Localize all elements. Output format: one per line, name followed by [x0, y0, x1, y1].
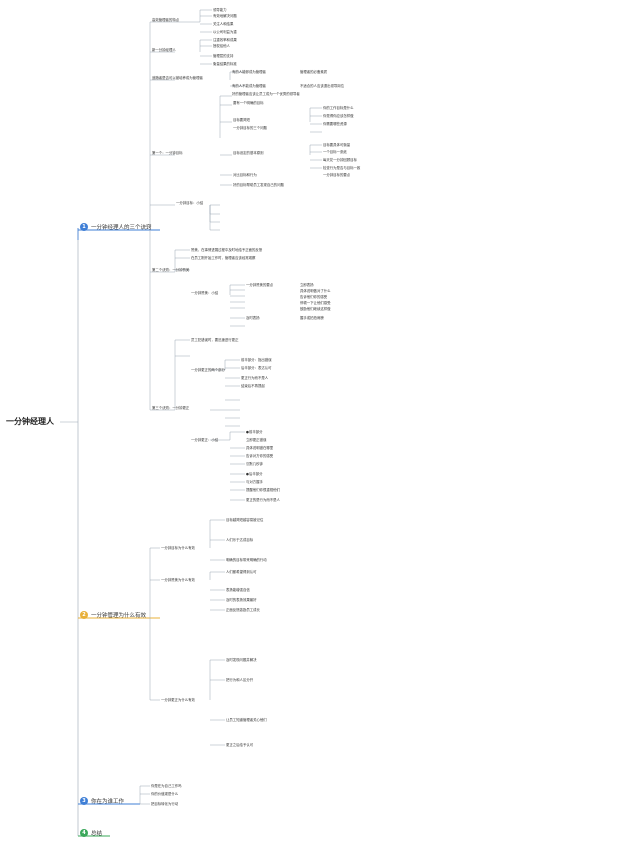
node[interactable]: 更正的是行为而不是人 [246, 498, 280, 502]
section-3-label: 你在为谁工作 [91, 799, 125, 805]
node[interactable]: 一分钟更正的两个部分 [191, 368, 225, 372]
node[interactable]: 一分钟更正：小结 [191, 438, 219, 442]
node[interactable]: 目标设定的基本原则 [233, 151, 264, 155]
node[interactable]: 让员工知道管理者关心他们 [226, 718, 267, 722]
node[interactable]: 及时的表扬效果最好 [226, 598, 257, 602]
node[interactable]: 更正行为而不是人 [241, 376, 269, 380]
node[interactable]: 立即表扬 [300, 283, 314, 287]
node[interactable]: 你觉得你应该怎样做 [323, 114, 354, 118]
node[interactable]: 领导能力 [213, 8, 227, 12]
section-1-number: 1 [80, 223, 88, 231]
node[interactable]: 注重效率和成果 [213, 38, 237, 42]
node[interactable]: 授权给他人 [213, 44, 230, 48]
node[interactable]: 把行为和人区分开 [226, 678, 254, 682]
node[interactable]: 第一个：一分钟目标 [152, 151, 183, 155]
node[interactable]: 员工犯错误时，要迅速进行更正 [191, 338, 239, 342]
node[interactable]: 与对方握手 [246, 480, 263, 484]
node[interactable]: 一分钟赞美：小结 [191, 291, 219, 295]
node[interactable]: 沉默几秒钟 [246, 462, 263, 466]
section-4-label: 总结 [91, 831, 103, 837]
node[interactable]: 好的管理者应该让员工成为一个优秀的领导者 [232, 92, 300, 96]
node[interactable]: 以公司利益为重 [213, 30, 237, 34]
node[interactable]: 有的人能够成为管理者 [232, 70, 266, 74]
node[interactable]: 一分钟赞美的要点 [246, 283, 274, 287]
node[interactable]: 衡量结果的标准 [213, 62, 237, 66]
section-2-number: 2 [80, 611, 88, 619]
node[interactable]: 明确的目标带来明确的行动 [226, 558, 267, 562]
node[interactable]: 管理者的必备素质 [300, 70, 328, 74]
node[interactable]: 停顿一下让他们感受 [300, 301, 331, 305]
node[interactable]: 目标要简短 [233, 118, 250, 122]
node[interactable]: 对比目标和行为 [233, 173, 257, 177]
node[interactable]: 具体说明做对了什么 [300, 289, 331, 293]
section-3[interactable]: 3 你在为谁工作 [80, 797, 124, 805]
node[interactable]: 有效地解决问题 [213, 14, 237, 18]
node[interactable]: 在员工刚开始工作时，管理者应该经常观察 [191, 256, 256, 260]
section-1-label: 一分钟经理人的三个诀窍 [91, 225, 152, 231]
node[interactable]: 人们乐于达成目标 [226, 538, 254, 542]
section-1[interactable]: 1 一分钟经理人的三个诀窍 [80, 223, 152, 231]
section-4-number: 4 [80, 829, 88, 837]
node[interactable]: 关注人和结果 [213, 22, 234, 26]
node[interactable]: 一分钟更正为什么有效 [161, 698, 195, 702]
section-3-number: 3 [80, 797, 88, 805]
node[interactable]: 要有一个明确的目标 [233, 101, 264, 105]
node[interactable]: 第三个诀窍：一分钟更正 [152, 406, 190, 410]
node[interactable]: 一分钟目标：小结 [176, 201, 204, 205]
node[interactable]: 好的目标帮助员工发现自己的问题 [233, 183, 284, 187]
node[interactable]: 更正之后给予认可 [226, 743, 254, 747]
node[interactable]: 你需要哪些资源 [323, 122, 347, 126]
node[interactable]: 结束后不再提起 [241, 384, 265, 388]
node[interactable]: 一个目标一张纸 [323, 150, 347, 154]
node[interactable]: 目标越简短越容易被记住 [226, 518, 264, 522]
node[interactable]: 告诉他们你的感受 [300, 295, 328, 299]
node[interactable]: 把目标转化为行动 [151, 802, 179, 806]
node[interactable]: 表扬能增强自信 [226, 588, 250, 592]
node[interactable]: 检查行为是否与目标一致 [323, 166, 361, 170]
node[interactable]: 一分钟赞美为什么有效 [161, 578, 195, 582]
node[interactable]: 你的价值观是什么 [151, 792, 179, 796]
node[interactable]: 高效管理者的特点 [152, 18, 180, 22]
node[interactable]: 有的人不能成为管理者 [232, 84, 266, 88]
section-2-label: 一分钟管理为什么有效 [91, 613, 147, 619]
node[interactable]: 新一分钟经理人 [152, 48, 176, 52]
node[interactable]: 目标要具体可衡量 [323, 143, 351, 147]
node[interactable]: ●前半部分 [246, 430, 263, 434]
node[interactable]: 前半部分：指出错误 [241, 358, 272, 362]
node[interactable]: 正面反馈激励员工成长 [226, 608, 260, 612]
root-topic[interactable]: 一分钟经理人 [6, 417, 54, 426]
node[interactable]: 每天花一分钟回顾目标 [323, 158, 357, 162]
node[interactable]: 告诉对方你的感受 [246, 454, 274, 458]
node[interactable]: 人们都希望得到认可 [226, 570, 257, 574]
node[interactable]: 你的工作目标是什么 [323, 106, 354, 110]
node[interactable]: 不适合的人应该退出领导岗位 [300, 84, 345, 88]
node[interactable]: 具体说明错在哪里 [246, 446, 274, 450]
node[interactable]: ●后半部分 [246, 472, 263, 476]
node[interactable]: 管理层的支持 [213, 54, 234, 58]
node[interactable]: 一分钟目标为什么有效 [161, 546, 195, 550]
node[interactable]: 鼓励他们继续这样做 [300, 307, 331, 311]
section-2[interactable]: 2 一分钟管理为什么有效 [80, 611, 146, 619]
node[interactable]: 第二个诀窍：一分钟赞美 [152, 268, 190, 272]
node[interactable]: 你是在为自己工作吗 [151, 784, 182, 788]
node[interactable]: 握手或拍拍肩膀 [300, 316, 324, 320]
node[interactable]: 后半部分：表达认可 [241, 366, 272, 370]
node[interactable]: 提醒他们你很重视他们 [246, 488, 280, 492]
node[interactable]: 及时发现问题并解决 [226, 658, 257, 662]
node[interactable]: 一分钟目标的要点 [323, 173, 351, 177]
node[interactable]: 立即更正错误 [246, 438, 267, 442]
node[interactable]: 一分钟目标的三个问题 [233, 126, 267, 130]
node[interactable]: 追随者是否可以被培养成为管理者 [152, 76, 203, 80]
section-4[interactable]: 4 总结 [80, 829, 102, 837]
node[interactable]: 赞美，在事情进展过程中及时地给予正面的反馈 [191, 248, 263, 252]
node[interactable]: 及时表扬 [246, 316, 260, 320]
